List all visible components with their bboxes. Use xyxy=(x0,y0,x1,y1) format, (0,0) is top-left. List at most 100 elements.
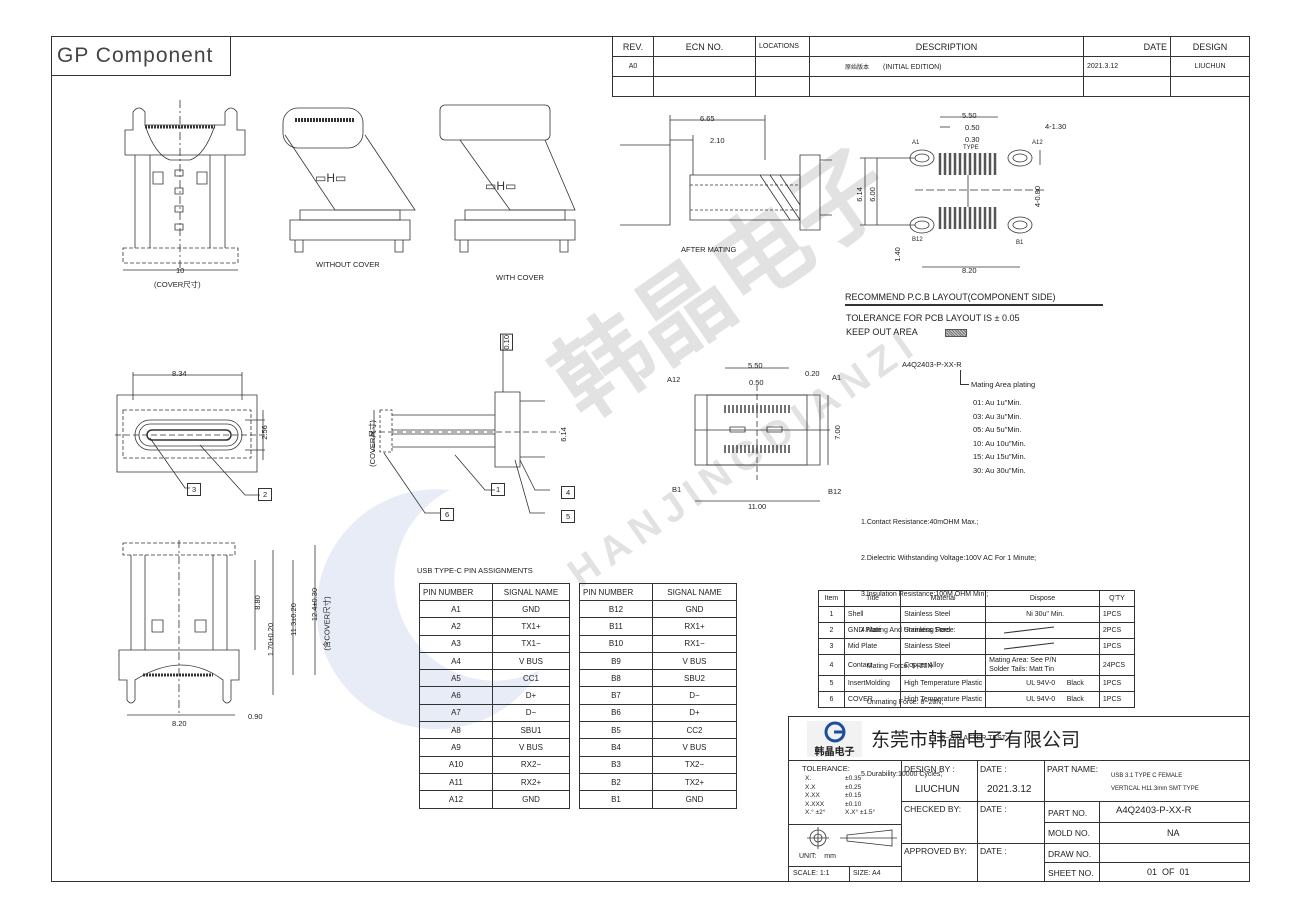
pin-number: B6 xyxy=(579,703,653,723)
part-no-label: PART NO. xyxy=(1048,808,1088,818)
tolerance-list: X.±0.35 X.X±0.25 X.XX±0.15 X.XXX±0.10 X.… xyxy=(805,775,875,818)
part-name-line1: USB 3.1 TYPE C FEMALE xyxy=(1111,773,1183,779)
signal-name: TX2− xyxy=(652,755,737,774)
pcb-dim-614: 6.14 xyxy=(854,187,864,202)
bom-cell: 1PCS xyxy=(1098,638,1136,655)
elev-dim-124-note: (含COVER尺寸) xyxy=(322,596,332,651)
svg-text:▭H▭: ▭H▭ xyxy=(315,171,346,185)
side-dim-height: 6.14 xyxy=(558,427,568,442)
ecn-value xyxy=(653,56,756,77)
plating-option: 03: Au 3u"Min. xyxy=(973,411,1022,421)
date-value: 2021.3.12 xyxy=(987,784,1032,795)
revision-table: REV. ECN NO. LOCATIONS DESCRIPTION DATE … xyxy=(612,36,1250,97)
signal-name: D− xyxy=(652,686,737,705)
approved-date-label: DATE : xyxy=(980,846,1007,856)
after-mating-dim1: 6.65 xyxy=(700,114,715,123)
signal-name: V BUS xyxy=(652,738,737,757)
logo-icon xyxy=(820,721,850,743)
pin-number: A7 xyxy=(419,703,493,723)
top-view-drawing xyxy=(115,100,255,270)
callout-4: 4 xyxy=(561,486,576,499)
pin-number: A4 xyxy=(419,651,493,671)
pin-number: B1 xyxy=(579,790,653,809)
iso-with-cover-label: WITH COVER xyxy=(496,273,544,282)
signal-name: CC1 xyxy=(492,669,570,688)
signal-name: RX1− xyxy=(652,634,737,653)
date-label: DATE : xyxy=(980,764,1007,774)
front-dim-height: 2.56 xyxy=(259,425,269,440)
bom-cell: Copper Alloy xyxy=(900,654,987,676)
after-mating-drawing xyxy=(620,115,830,230)
rev-header: REV. xyxy=(612,36,654,57)
iso-without-cover-drawing: ▭H▭ xyxy=(275,100,425,250)
signal-name-header: SIGNAL NAME xyxy=(652,583,737,601)
date-header: DATE xyxy=(1083,36,1171,57)
logo-text: 韩晶电子 xyxy=(814,747,855,758)
bom-header-cell: Title xyxy=(843,590,902,607)
bottom-dim-020: 0.20 xyxy=(805,369,820,378)
not-applicable-slash xyxy=(989,642,1059,650)
bom-cell: 6 xyxy=(818,691,845,708)
pcb-dim-140: 1.40 xyxy=(892,247,902,262)
bom-cell: 1PCS xyxy=(1098,691,1136,708)
pin-number: A6 xyxy=(419,686,493,705)
bom-cell: Shell xyxy=(843,606,902,623)
bom-cell: UL 94V-0 Black xyxy=(985,691,1100,708)
pcb-tolerance: TOLERANCE FOR PCB LAYOUT IS ± 0.05 xyxy=(846,313,1020,323)
locations-value xyxy=(755,56,810,77)
pin-number: B11 xyxy=(579,617,653,636)
pin-number: B5 xyxy=(579,721,653,740)
bom-cell: 4 xyxy=(818,654,845,676)
pin-number: B8 xyxy=(579,669,653,688)
sheet-no-label: SHEET NO. xyxy=(1048,868,1094,878)
bom-cell: 5 xyxy=(818,675,845,692)
callout-1: 1 xyxy=(491,483,506,496)
bom-header-cell: Dispose xyxy=(985,590,1100,607)
pcb-dim-550: 5.50 xyxy=(962,111,977,120)
side-view-drawing xyxy=(370,335,560,525)
keep-out-swatch xyxy=(945,329,967,337)
watermark xyxy=(300,470,560,730)
pcb-dim-050: 0.50 xyxy=(965,123,980,132)
tolerance-row: X.±0.35 xyxy=(805,775,862,782)
bom-header-cell: Item xyxy=(818,590,845,607)
front-dim-width: 8.34 xyxy=(172,369,187,378)
bom-cell: Stainless Steel xyxy=(900,606,987,623)
bottom-pin-b1: B1 xyxy=(672,485,682,494)
tolerance-row: X.X±0.25 xyxy=(805,783,862,791)
pin-assignments-title: USB TYPE-C PIN ASSIGNMENTS xyxy=(417,566,533,575)
pin-number-header: PIN NUMBER xyxy=(419,583,493,601)
plating-heading: Mating Area plating xyxy=(971,380,1036,389)
pcb-pin-b1: B1 xyxy=(1016,240,1024,246)
bom-cell xyxy=(985,622,1100,639)
pin-number: B9 xyxy=(579,651,653,671)
note: 2.Dielectric Withstanding Voltage:100V A… xyxy=(861,555,1037,562)
signal-name: RX1+ xyxy=(652,617,737,636)
bom-cell: UL 94V-0 Black xyxy=(985,675,1100,692)
mold-no-value: NA xyxy=(1167,828,1180,838)
elev-dim-113: 11.3±0.20 xyxy=(288,603,298,636)
plating-options: 01: Au 1u"Min. 03: Au 3u"Min. 05: Au 5u"… xyxy=(973,396,1026,478)
elev-dim-124: 12.4±0.30 xyxy=(310,587,320,622)
elev-dim-090: 0.90 xyxy=(248,712,263,721)
note: 6~20N AFTER TEST; xyxy=(941,735,1008,742)
signal-name: D+ xyxy=(652,703,737,723)
pcb-pin-a12: A12 xyxy=(1032,140,1043,146)
side-dim-cover-note: (COVER尺寸) xyxy=(367,420,377,467)
plating-option: 05: Au 5u"Min. xyxy=(973,425,1022,435)
pin-number: B10 xyxy=(579,634,653,653)
sheet-no-value: 01 OF 01 xyxy=(1147,867,1190,877)
